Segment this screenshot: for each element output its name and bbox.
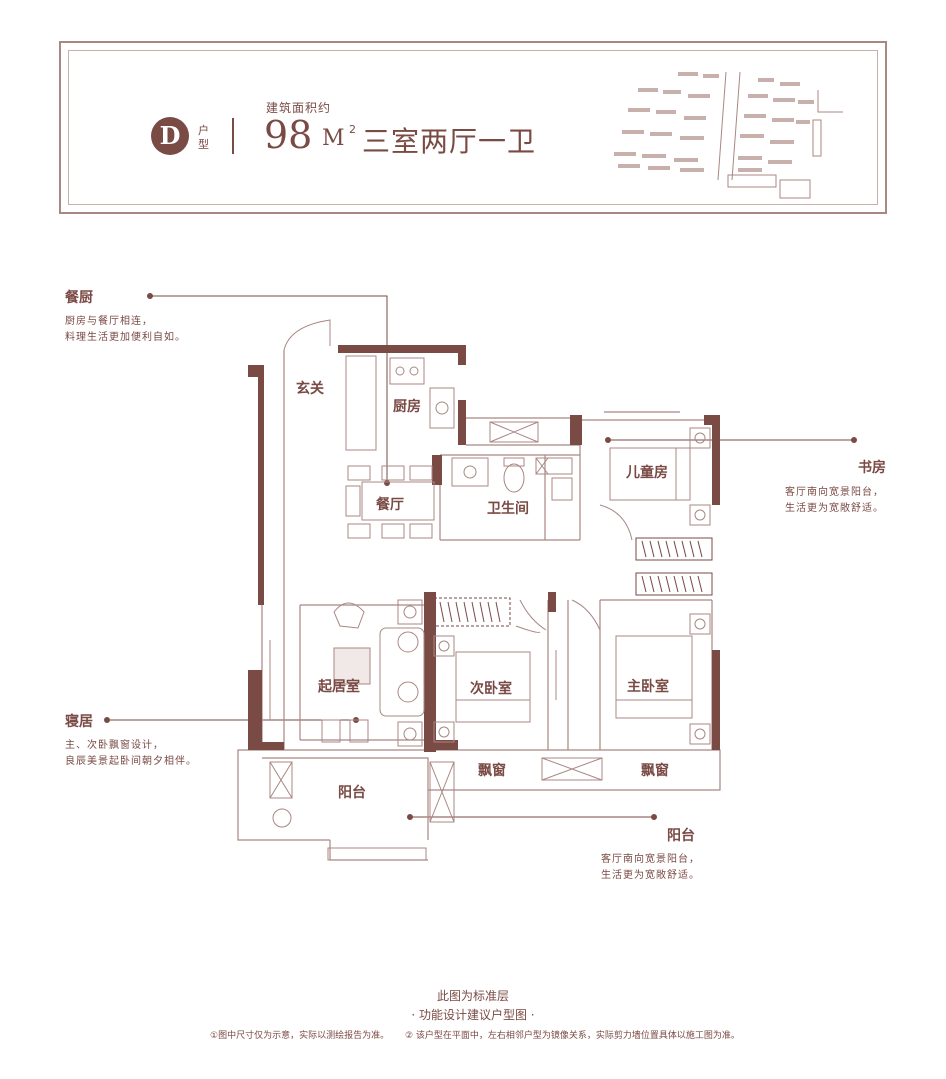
room-label-living-room: 起居室: [318, 679, 360, 695]
callout-dot-study: [851, 437, 857, 443]
callout-balcony-title: 阳台: [667, 828, 695, 844]
layout-description: 三室两厅一卫: [362, 125, 537, 158]
callout-dot-balcony-start: [407, 814, 413, 820]
kitchen-fixtures: [345, 355, 455, 451]
dining-table: [345, 465, 435, 539]
room-label-balcony: 阳台: [338, 785, 366, 801]
footer-standard-floor: 此图为标准层: [436, 989, 509, 1003]
room-label-bay-window-left: 飘窗: [478, 763, 506, 779]
callout-dot-sleeping: [104, 717, 110, 723]
area-unit: M: [322, 126, 345, 151]
site-plan-thumbnail: [614, 71, 843, 199]
callout-kitchen-dining-line1: 厨房与餐厅相连，: [65, 316, 153, 327]
room-label-kids-room: 儿童房: [626, 465, 668, 481]
footer-note-2: ② 该户型在平面中，左右相邻户型为镜像关系，实际剪力墙位置具体以施工图为准。: [405, 1031, 740, 1041]
room-label-entrance: 玄关: [296, 381, 324, 397]
callout-study-line2: 生活更为宽敞舒适。: [785, 503, 884, 514]
footer-note-1: ①图中尺寸仅为示意，实际以测绘报告为准。: [210, 1031, 390, 1041]
thin-walls: [237, 350, 721, 861]
callout-study-title: 书房: [858, 460, 886, 476]
callout-balcony-line2: 生活更为宽敞舒适。: [601, 870, 700, 881]
area-unit-superscript: 2: [349, 123, 356, 136]
room-label-bay-window-right: 飘窗: [641, 763, 669, 779]
footer-suggestion: · 功能设计建议户型图 ·: [411, 1008, 535, 1022]
callout-kitchen-dining-line2: 料理生活更加便利自如。: [65, 332, 186, 343]
kids-room-furniture: [599, 427, 711, 541]
unit-type-label: 户型: [198, 124, 209, 151]
header-frame: [59, 41, 887, 214]
room-label-master-bedroom: 主卧室: [627, 679, 669, 695]
room-label-second-bedroom: 次卧室: [470, 681, 512, 697]
callout-sleeping-line1: 主、次卧飘窗设计，: [65, 740, 164, 751]
entrance-door-arc: [283, 319, 331, 351]
area-caption: 建筑面积约: [266, 101, 332, 115]
master-bedroom-furniture: [555, 599, 711, 745]
area-number: 98: [264, 113, 313, 157]
unit-letter-badge: D: [151, 117, 189, 155]
callout-lines: [107, 295, 854, 818]
callout-dot-balcony: [651, 814, 657, 820]
room-label-kitchen: 厨房: [393, 399, 421, 415]
thick-walls: [248, 345, 720, 752]
callout-dot-kitchen: [147, 293, 153, 299]
balcony-details: [269, 757, 603, 861]
callout-balcony-line1: 客厅南向宽景阳台，: [601, 854, 700, 865]
header-divider: [232, 118, 234, 154]
callout-sleeping-line2: 良辰美景起卧间朝夕相伴。: [65, 756, 197, 767]
room-label-bathroom: 卫生间: [487, 501, 529, 517]
callout-dot-dining: [384, 480, 390, 486]
callout-sleeping-title: 寝居: [65, 714, 93, 730]
site-plan-buildings: [614, 72, 814, 172]
callout-dot-study-start: [605, 437, 611, 443]
living-room-furniture: [269, 599, 425, 747]
wardrobe-hangers: [439, 540, 703, 623]
wardrobes: [433, 537, 713, 627]
second-bedroom-furniture: [433, 599, 547, 743]
callout-study-line1: 客厅南向宽景阳台，: [785, 487, 884, 498]
bathroom-fixtures: [451, 421, 573, 501]
callout-kitchen-dining-title: 餐厨: [65, 290, 93, 306]
room-label-dining: 餐厅: [376, 494, 404, 514]
